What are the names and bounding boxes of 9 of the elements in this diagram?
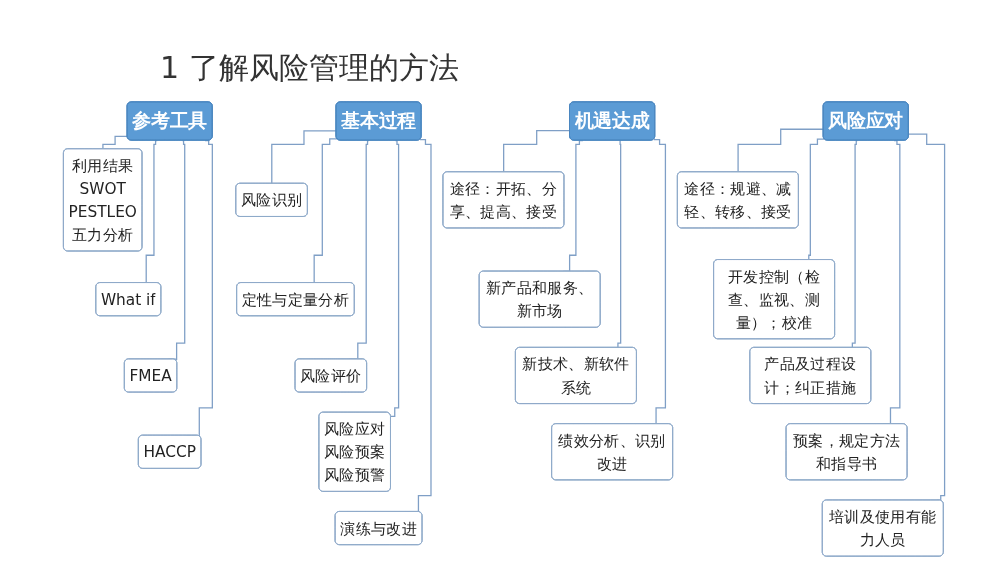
connector [503, 130, 571, 173]
slide-title: 1 了解风险管理的方法 [160, 49, 459, 87]
connector [102, 135, 129, 150]
connector [614, 139, 622, 349]
connector [849, 139, 859, 349]
connector [390, 139, 400, 418]
connector [737, 128, 825, 173]
connector [271, 130, 337, 185]
connector [908, 133, 946, 501]
